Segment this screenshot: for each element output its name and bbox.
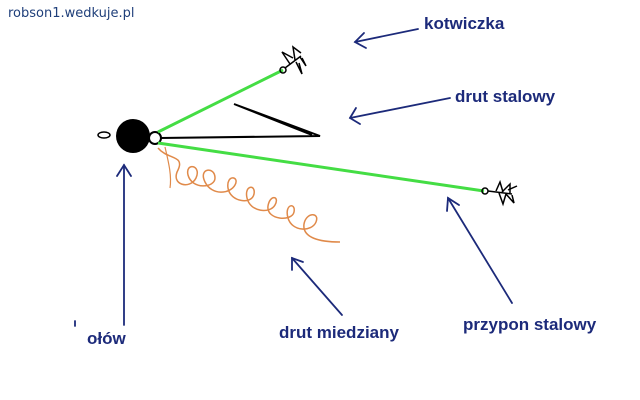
steel-wire-upper [157, 68, 284, 134]
weight-eyelet-left [97, 131, 111, 139]
copper-wire-tail [164, 146, 172, 189]
label-olow: ołów [87, 329, 126, 348]
arrow-drut-stalowy [348, 97, 451, 125]
copper-wire-coil [157, 147, 341, 243]
lead-weight [116, 119, 150, 153]
treble-hook-lower [481, 179, 518, 207]
treble-hook-upper [279, 45, 307, 75]
steel-leader [157, 141, 485, 193]
label-drut-miedziany: drut miedziany [279, 323, 399, 342]
arrows [74, 28, 513, 327]
arrow-drut-miedziany [291, 256, 343, 316]
black-wedge-line [159, 103, 321, 139]
label-przypon-stalowy: przypon stalowy [463, 315, 597, 334]
arrow-przypon-stalowy [446, 196, 513, 304]
label-kotwiczka: kotwiczka [424, 14, 505, 33]
watermark: robson1.wedkuje.pl [8, 6, 135, 21]
arrow-kotwiczka [353, 28, 419, 49]
arrow-olow [116, 163, 132, 326]
label-drut-stalowy: drut stalowy [455, 87, 556, 106]
